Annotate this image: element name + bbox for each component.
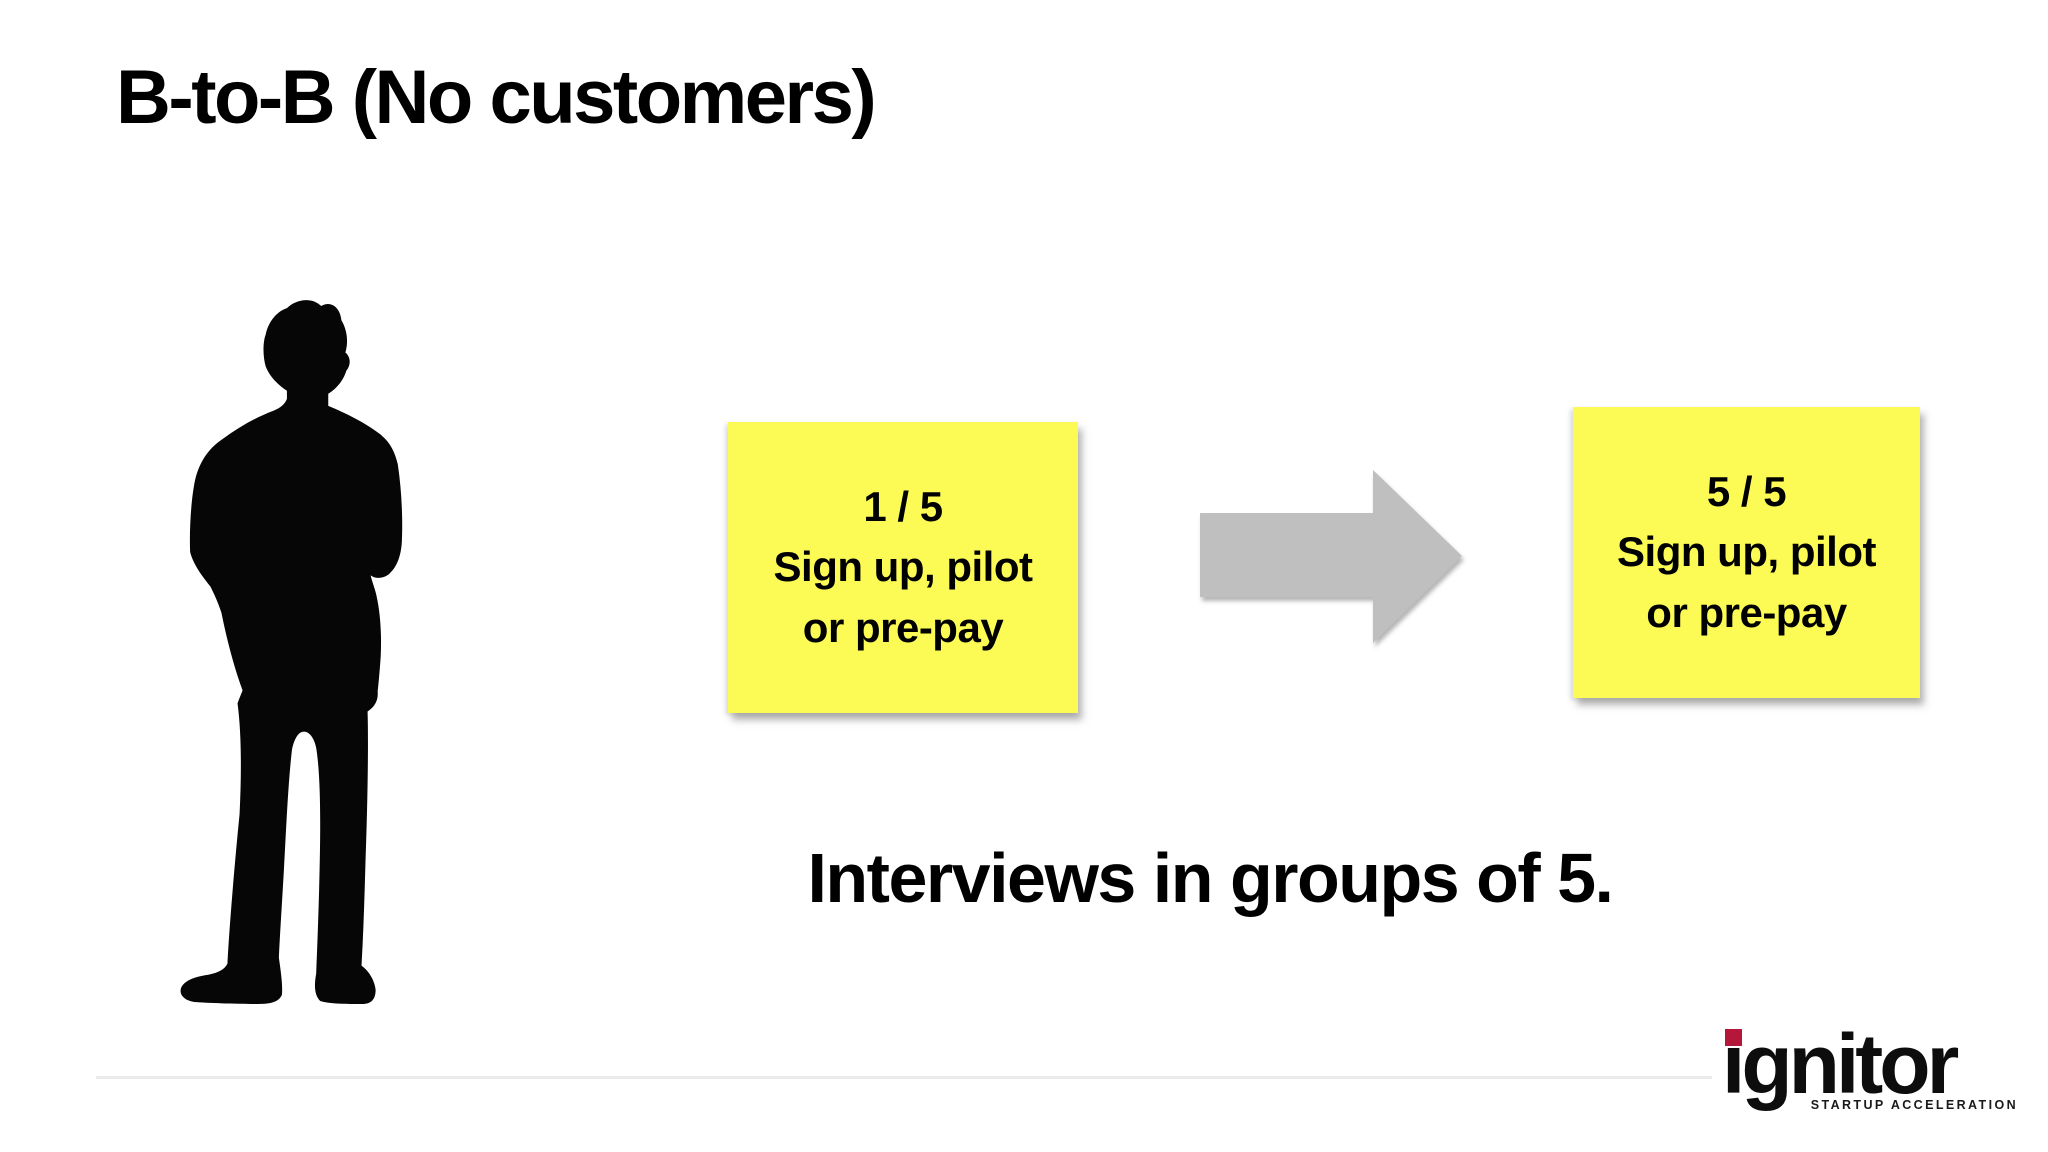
ignitor-logo: ignitor STARTUP ACCELERATION [1722,1022,2022,1122]
footer-divider-line [96,1076,1712,1079]
right-arrow-icon [1200,470,1462,643]
logo-tagline: STARTUP ACCELERATION [1810,1098,2018,1112]
person-silhouette-path [180,300,403,1004]
note-line-text: or pre-pay [1646,588,1847,636]
note-line-ratio: 1 / 5 [863,483,943,531]
caption-text: Interviews in groups of 5. [807,839,1614,917]
slide-title: B-to-B (No customers) [116,55,877,140]
note-line-text: Sign up, pilot [1617,528,1876,576]
right-arrow-shape [1200,470,1462,643]
note-line-text: Sign up, pilot [773,543,1033,591]
note-line-ratio: 5 / 5 [1706,468,1787,516]
logo-red-square-dot-icon [1725,1029,1742,1046]
sticky-note-1-of-5: 1 / 5 Sign up, pilot or pre-pay [728,422,1078,713]
note-line-text: or pre-pay [802,603,1004,651]
logo-wordmark: ignitor [1722,1017,1959,1111]
sticky-note-5-of-5: 5 / 5 Sign up, pilot or pre-pay [1573,407,1920,698]
person-silhouette-icon [180,300,403,1004]
